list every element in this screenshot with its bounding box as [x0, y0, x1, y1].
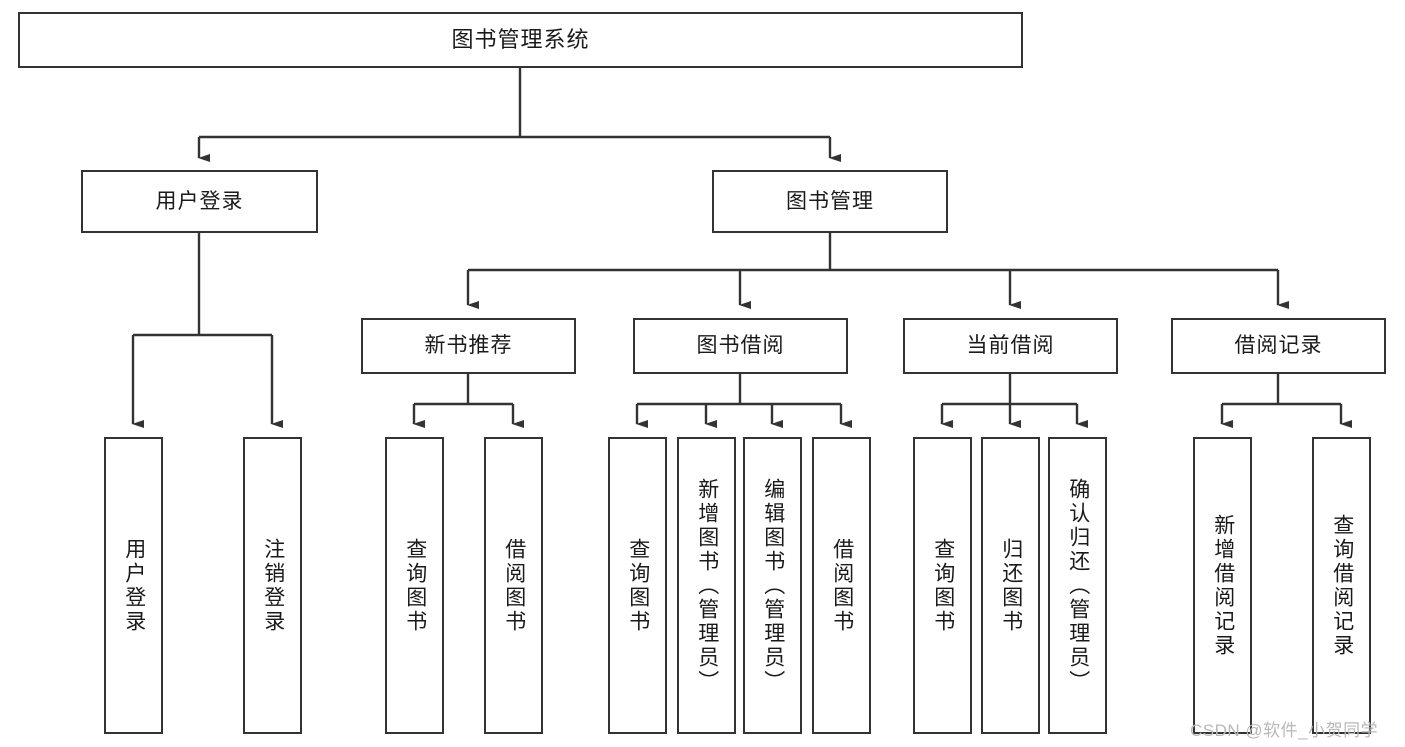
node-label: 图书管理系统	[451, 26, 590, 52]
node-label: 查询图书	[403, 537, 427, 634]
leaf-edit-book-admin[interactable]: 编辑图书（管理员）	[743, 437, 802, 734]
node-root-book-management-system[interactable]: 图书管理系统	[18, 12, 1023, 68]
node-label: 新增图书（管理员）	[695, 477, 719, 694]
leaf-logout[interactable]: 注销登录	[243, 437, 302, 734]
node-label: 编辑图书（管理员）	[761, 477, 785, 694]
node-user-login[interactable]: 用户登录	[81, 170, 318, 233]
node-label: 用户登录	[155, 189, 244, 213]
node-new-book-recommend[interactable]: 新书推荐	[361, 318, 576, 374]
node-label: 确认归还（管理员）	[1066, 477, 1090, 694]
node-label: 新增借阅记录	[1211, 513, 1235, 658]
leaf-borrow-book[interactable]: 借阅图书	[812, 437, 871, 734]
leaf-query-book-current[interactable]: 查询图书	[913, 437, 972, 734]
node-book-management[interactable]: 图书管理	[712, 170, 948, 233]
leaf-user-login[interactable]: 用户登录	[104, 437, 163, 734]
node-label: 用户登录	[122, 537, 146, 634]
leaf-confirm-return-admin[interactable]: 确认归还（管理员）	[1048, 437, 1107, 734]
node-label: 查询图书	[626, 537, 650, 634]
node-label: 查询图书	[931, 537, 955, 634]
node-label: 当前借阅	[966, 334, 1055, 358]
node-label: 图书借阅	[696, 334, 785, 358]
leaf-return-book[interactable]: 归还图书	[981, 437, 1040, 734]
node-label: 查询借阅记录	[1330, 513, 1354, 658]
node-label: 注销登录	[261, 537, 285, 634]
node-book-borrow[interactable]: 图书借阅	[633, 318, 848, 374]
node-label: 借阅图书	[830, 537, 854, 634]
leaf-query-book-recommend[interactable]: 查询图书	[385, 437, 444, 734]
csdn-watermark: CSDN @软件_小贺同学	[1190, 721, 1379, 740]
leaf-add-borrow-record[interactable]: 新增借阅记录	[1193, 437, 1252, 734]
node-label: 新书推荐	[424, 334, 513, 358]
leaf-query-book-borrow[interactable]: 查询图书	[608, 437, 667, 734]
node-borrow-record[interactable]: 借阅记录	[1171, 318, 1386, 374]
node-current-borrow[interactable]: 当前借阅	[903, 318, 1118, 374]
leaf-add-book-admin[interactable]: 新增图书（管理员）	[677, 437, 736, 734]
node-label: 借阅记录	[1234, 334, 1323, 358]
leaf-borrow-book-recommend[interactable]: 借阅图书	[484, 437, 543, 734]
leaf-query-borrow-record[interactable]: 查询借阅记录	[1312, 437, 1371, 734]
node-label: 归还图书	[999, 537, 1023, 634]
node-label: 图书管理	[786, 189, 874, 213]
node-label: 借阅图书	[502, 537, 526, 634]
